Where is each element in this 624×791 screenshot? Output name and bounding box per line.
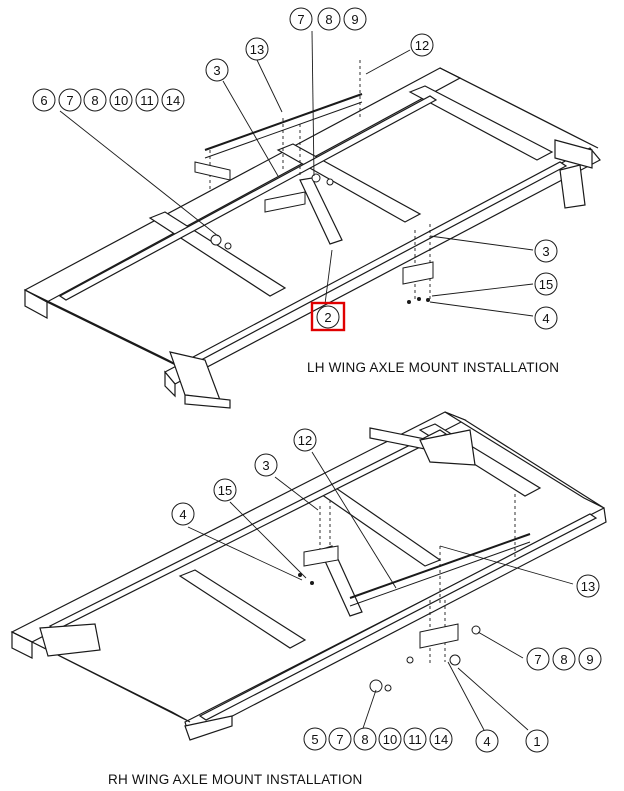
balloon-label: 4 (483, 734, 490, 749)
balloon-2-lh: 2 (310, 301, 346, 332)
balloon-label: 8 (361, 732, 368, 747)
balloon-label: 9 (351, 12, 358, 27)
balloon-label: 7 (336, 732, 343, 747)
balloon-label: 13 (250, 42, 264, 57)
balloon-label: 8 (325, 12, 332, 27)
balloon-label: 15 (539, 277, 553, 292)
balloon-13-lh: 13 (245, 37, 269, 61)
rh-balloons: 12 3 15 4 13 7 8 9 (171, 428, 602, 753)
rh-leader-lines (187, 451, 574, 738)
balloon-label: 1 (533, 734, 540, 749)
balloon-label: 9 (586, 652, 593, 667)
balloon-label: 3 (542, 244, 549, 259)
balloon-4-rh-left: 4 (171, 502, 195, 526)
balloon-label: 10 (383, 732, 397, 747)
balloon-4-rh-bottom: 4 (475, 729, 499, 753)
balloon-hardware-rh: 5 7 8 10 11 14 (303, 727, 453, 751)
balloon-label: 11 (408, 732, 422, 747)
balloon-label: 3 (262, 458, 269, 473)
lh-leader-lines (59, 30, 534, 317)
highlight-box (310, 301, 346, 332)
balloon-label: 10 (114, 93, 128, 108)
balloon-label: 13 (581, 579, 595, 594)
balloon-label: 4 (179, 507, 186, 522)
balloon-3-lh-top: 3 (205, 58, 229, 82)
balloon-3-rh: 3 (254, 453, 278, 477)
rh-wing-frame (10, 411, 607, 741)
balloon-label: 14 (166, 93, 180, 108)
balloon-label: 12 (415, 38, 429, 53)
balloon-4-lh: 4 (534, 306, 558, 330)
balloon-12-lh: 12 (410, 33, 434, 57)
balloon-label: 2 (324, 310, 331, 325)
lh-caption: LH WING AXLE MOUNT INSTALLATION (307, 360, 560, 375)
balloon-1-rh: 1 (525, 729, 549, 753)
lh-balloons: 7 8 9 13 12 3 6 7 8 10 11 14 (32, 7, 558, 332)
balloon-label: 3 (213, 63, 220, 78)
balloon-15-rh: 15 (213, 478, 237, 502)
balloon-label: 14 (434, 732, 448, 747)
balloon-label: 7 (297, 12, 304, 27)
balloon-label: 4 (542, 311, 549, 326)
balloon-7-8-9-rh: 7 8 9 (526, 647, 602, 671)
balloon-label: 15 (218, 483, 232, 498)
balloon-13-rh: 13 (576, 574, 600, 598)
balloon-label: 11 (140, 93, 154, 108)
balloon-label: 5 (311, 732, 318, 747)
rh-exploded-hardware (298, 494, 531, 693)
balloon-label: 12 (298, 433, 312, 448)
balloon-label: 6 (40, 93, 47, 108)
balloon-15-lh: 15 (534, 272, 558, 296)
balloon-label: 7 (534, 652, 541, 667)
lh-wing-frame (23, 67, 601, 409)
balloon-12-rh: 12 (293, 428, 317, 452)
balloon-label: 8 (91, 93, 98, 108)
balloon-7-8-9-lh: 7 8 9 (289, 7, 367, 31)
balloon-hardware-lh: 6 7 8 10 11 14 (32, 88, 185, 112)
balloon-3-lh-right: 3 (534, 239, 558, 263)
rh-caption: RH WING AXLE MOUNT INSTALLATION (108, 772, 363, 787)
balloon-label: 8 (560, 652, 567, 667)
balloon-label: 7 (66, 93, 73, 108)
